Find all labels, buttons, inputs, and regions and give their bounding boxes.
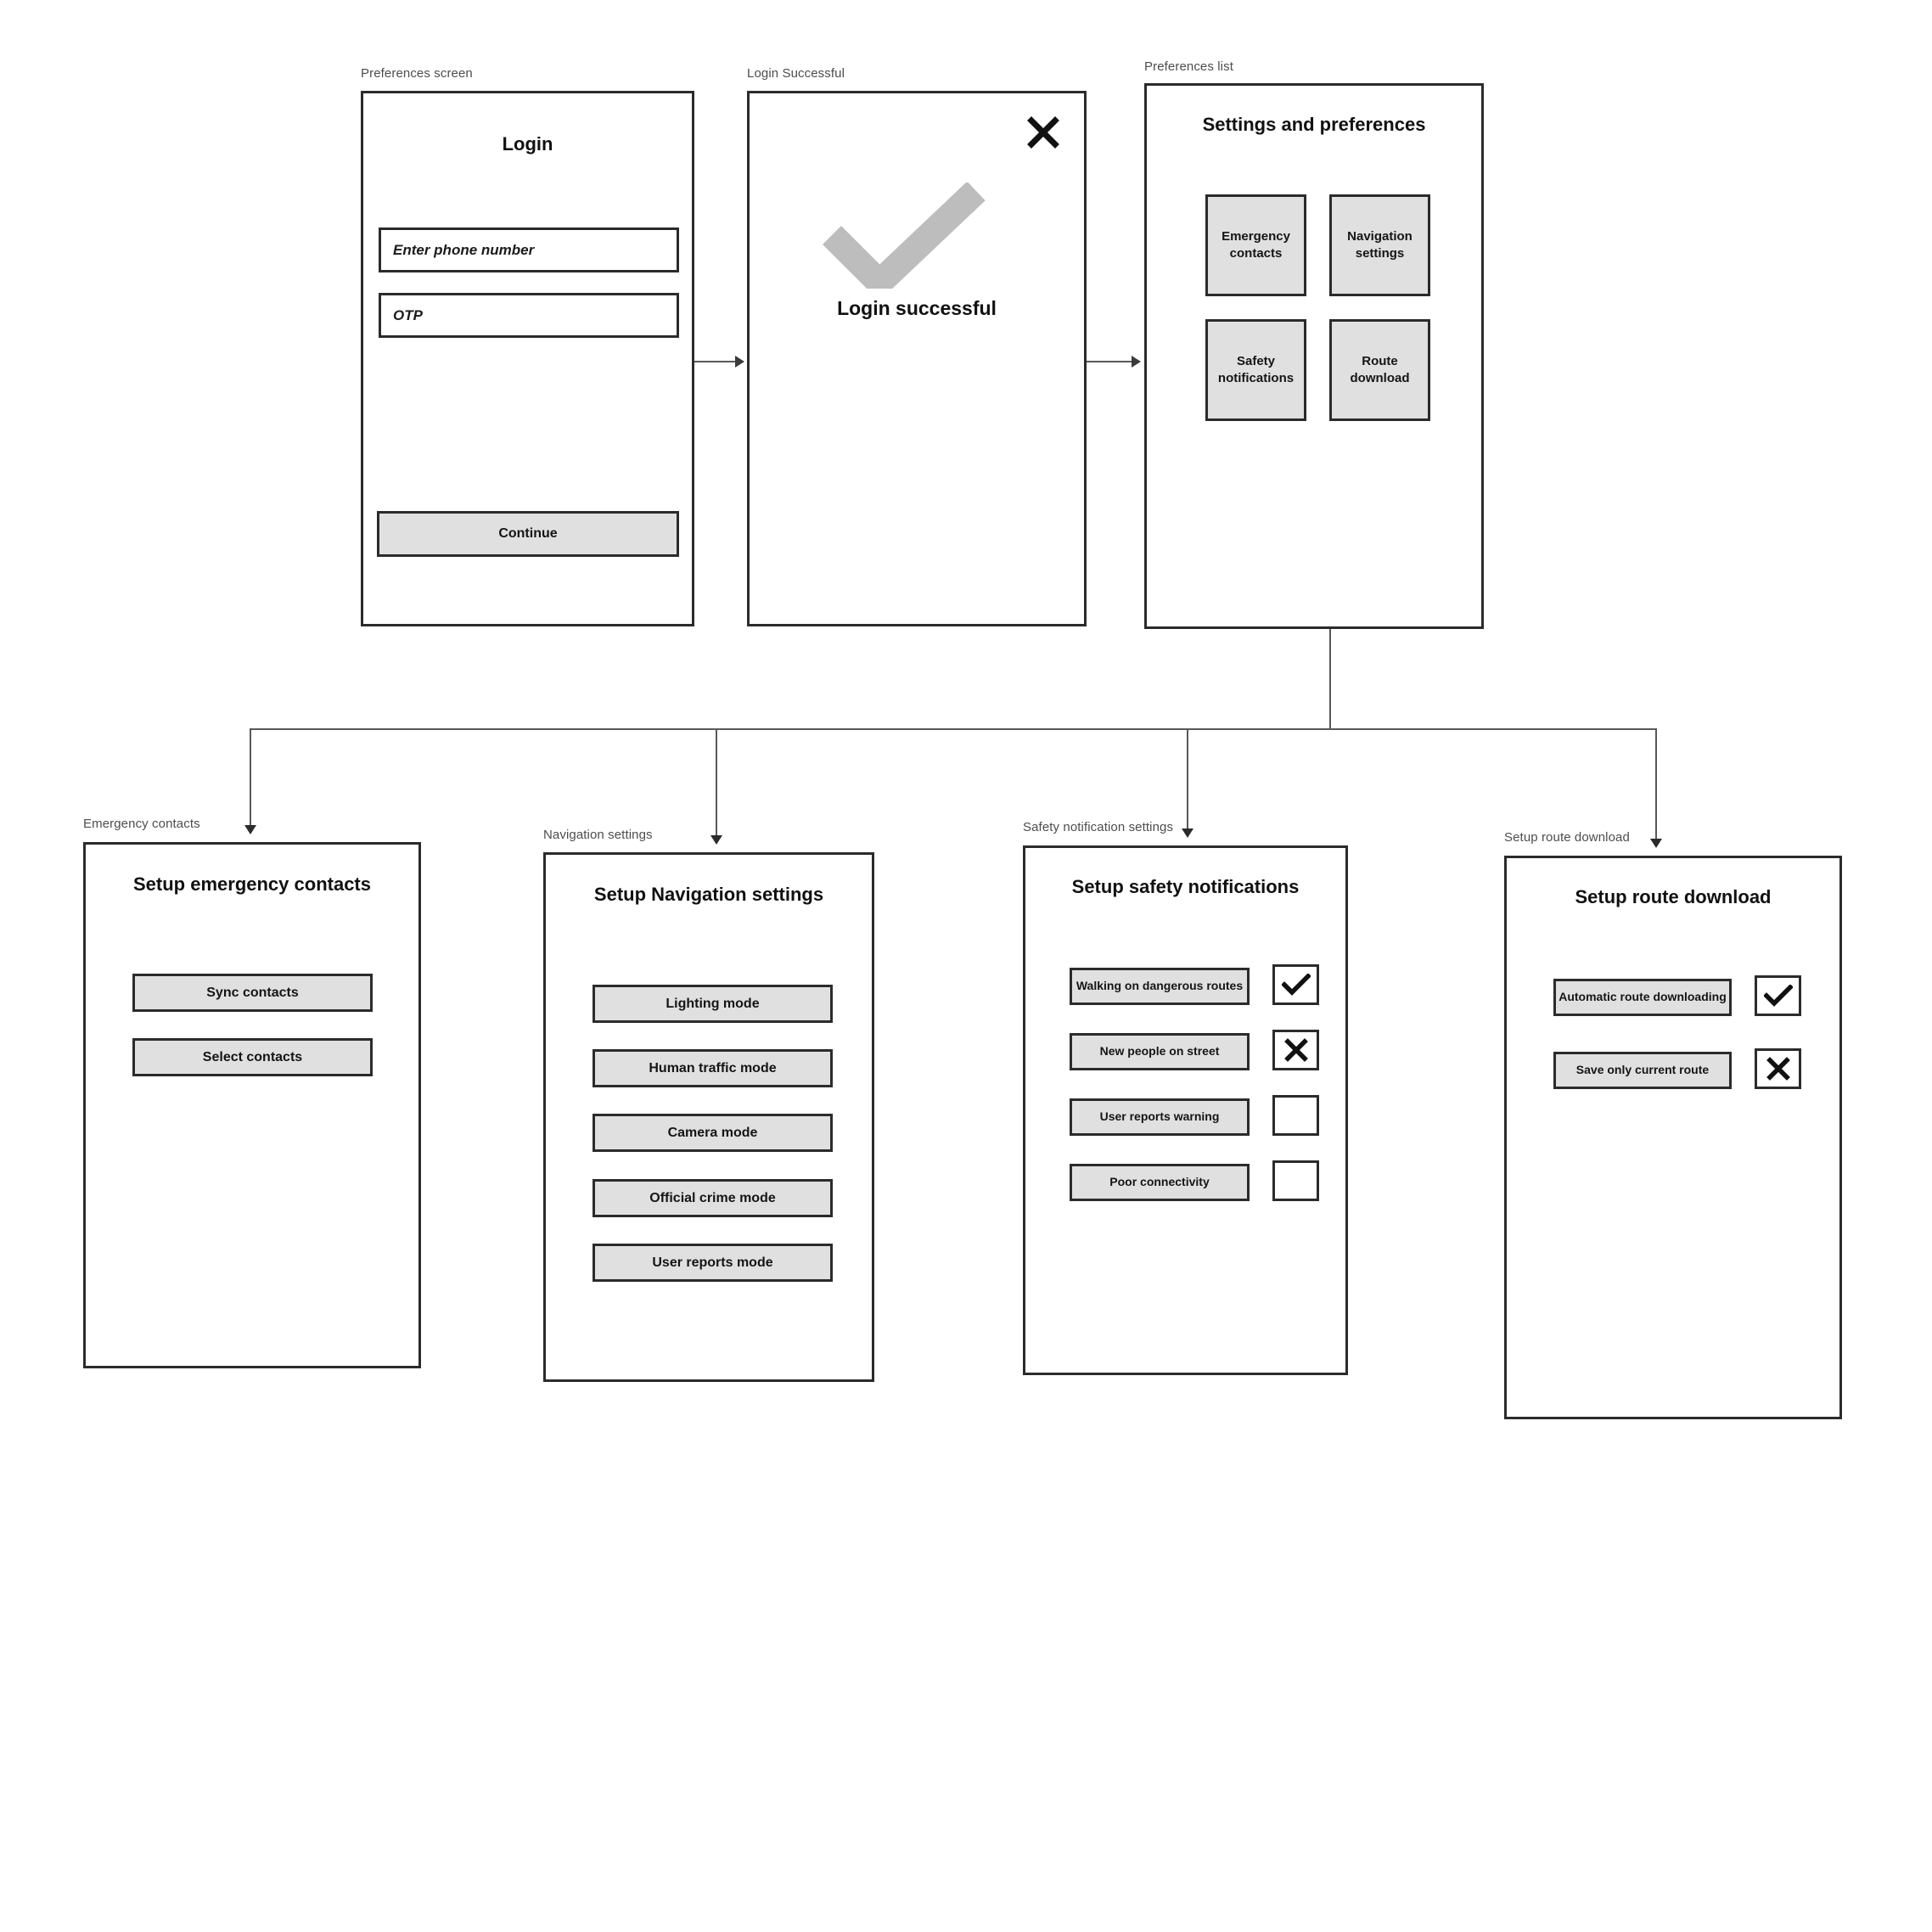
- setup-navigation-settings-title: Setup Navigation settings: [593, 884, 824, 905]
- tile-route-download-line2: download: [1350, 371, 1410, 385]
- tile-navigation-settings-line2: settings: [1355, 246, 1405, 261]
- tile-emergency-contacts[interactable]: Emergency contacts: [1205, 194, 1306, 296]
- setup-route-download-title: Setup route download: [1575, 886, 1772, 907]
- panel-label-preferences-list: Preferences list: [1144, 59, 1233, 74]
- panel-login-successful: Login successful: [747, 91, 1087, 626]
- connector-arrow-success-to-preferences: [1132, 356, 1141, 368]
- tile-safety-notifications-line1: Safety: [1236, 353, 1276, 368]
- connector-arrow-login-to-success: [735, 356, 744, 368]
- connector-preferences-drop: [1329, 629, 1331, 730]
- route-checkbox-0[interactable]: [1755, 975, 1801, 1016]
- connector-bus: [250, 728, 1657, 730]
- camera-mode-button[interactable]: Camera mode: [593, 1114, 833, 1152]
- tile-safety-notifications-line2: notifications: [1217, 371, 1295, 385]
- panel-label-navigation-settings: Navigation settings: [543, 828, 653, 842]
- human-traffic-mode-button[interactable]: Human traffic mode: [593, 1049, 833, 1087]
- route-row-label-0[interactable]: Automatic route downloading: [1553, 979, 1732, 1016]
- setup-safety-notifications-title: Setup safety notifications: [1071, 876, 1300, 897]
- tile-safety-notifications[interactable]: Safety notifications: [1205, 319, 1306, 421]
- route-checkbox-1[interactable]: [1755, 1048, 1801, 1089]
- phone-number-placeholder: Enter phone number: [393, 241, 535, 258]
- panel-label-setup-route-download: Setup route download: [1504, 830, 1630, 845]
- connector-login-to-success: [694, 361, 737, 362]
- check-icon: [1281, 974, 1311, 996]
- panel-setup-route-download: Setup route download Automatic route dow…: [1504, 856, 1842, 1419]
- login-title: Login: [502, 133, 553, 154]
- panel-label-safety-notification-settings: Safety notification settings: [1023, 820, 1174, 834]
- otp-input[interactable]: OTP: [379, 293, 679, 338]
- panel-safety-notifications: Setup safety notifications Walking on da…: [1023, 845, 1348, 1375]
- login-success-message: Login successful: [837, 297, 997, 319]
- phone-number-input[interactable]: Enter phone number: [379, 227, 679, 272]
- tile-route-download[interactable]: Route download: [1329, 319, 1430, 421]
- check-icon: [822, 181, 987, 301]
- panel-preferences-screen: Login Enter phone number OTP Continue: [361, 91, 694, 626]
- connector-arrow-navigation: [710, 835, 722, 845]
- tile-emergency-contacts-line2: contacts: [1229, 246, 1283, 261]
- panel-label-login-successful: Login Successful: [747, 66, 845, 81]
- panel-preferences-list: Settings and preferences Emergency conta…: [1144, 83, 1484, 629]
- panel-emergency-contacts: Setup emergency contacts Sync contacts S…: [83, 842, 421, 1368]
- lighting-mode-button[interactable]: Lighting mode: [593, 985, 833, 1023]
- safety-checkbox-2[interactable]: [1272, 1095, 1319, 1136]
- safety-checkbox-1[interactable]: [1272, 1030, 1319, 1070]
- close-icon[interactable]: [1025, 115, 1061, 154]
- connector-branch-navigation: [716, 728, 717, 838]
- panel-label-preferences-screen: Preferences screen: [361, 66, 473, 81]
- tile-route-download-line1: Route: [1362, 353, 1398, 368]
- panel-navigation-settings: Setup Navigation settings Lighting mode …: [543, 852, 874, 1382]
- safety-row-label-1[interactable]: New people on street: [1070, 1033, 1250, 1070]
- connector-arrow-safety: [1182, 828, 1193, 838]
- check-icon: [1763, 985, 1793, 1007]
- official-crime-mode-button[interactable]: Official crime mode: [593, 1179, 833, 1217]
- safety-row-label-3[interactable]: Poor connectivity: [1070, 1164, 1250, 1201]
- otp-placeholder: OTP: [393, 306, 423, 323]
- connector-arrow-route: [1650, 839, 1662, 848]
- safety-row-label-0[interactable]: Walking on dangerous routes: [1070, 968, 1250, 1005]
- safety-checkbox-0[interactable]: [1272, 964, 1319, 1005]
- tile-navigation-settings[interactable]: Navigation settings: [1329, 194, 1430, 296]
- safety-checkbox-3[interactable]: [1272, 1160, 1319, 1201]
- panel-label-emergency-contacts: Emergency contacts: [83, 817, 200, 831]
- close-icon: [1766, 1057, 1790, 1081]
- sync-contacts-button[interactable]: Sync contacts: [132, 974, 373, 1012]
- settings-preferences-title: Settings and preferences: [1202, 114, 1426, 135]
- continue-button[interactable]: Continue: [377, 511, 679, 557]
- connector-branch-safety: [1187, 728, 1188, 831]
- connector-success-to-preferences: [1087, 361, 1132, 362]
- close-icon: [1283, 1038, 1308, 1062]
- route-row-label-1[interactable]: Save only current route: [1553, 1052, 1732, 1089]
- tile-navigation-settings-line1: Navigation: [1347, 228, 1412, 244]
- user-reports-mode-button[interactable]: User reports mode: [593, 1244, 833, 1282]
- connector-branch-route: [1655, 728, 1657, 841]
- connector-branch-emergency: [250, 728, 251, 828]
- setup-emergency-contacts-title: Setup emergency contacts: [133, 873, 371, 895]
- safety-row-label-2[interactable]: User reports warning: [1070, 1098, 1250, 1136]
- select-contacts-button[interactable]: Select contacts: [132, 1038, 373, 1076]
- connector-arrow-emergency: [244, 825, 256, 834]
- tile-emergency-contacts-line1: Emergency: [1222, 228, 1290, 244]
